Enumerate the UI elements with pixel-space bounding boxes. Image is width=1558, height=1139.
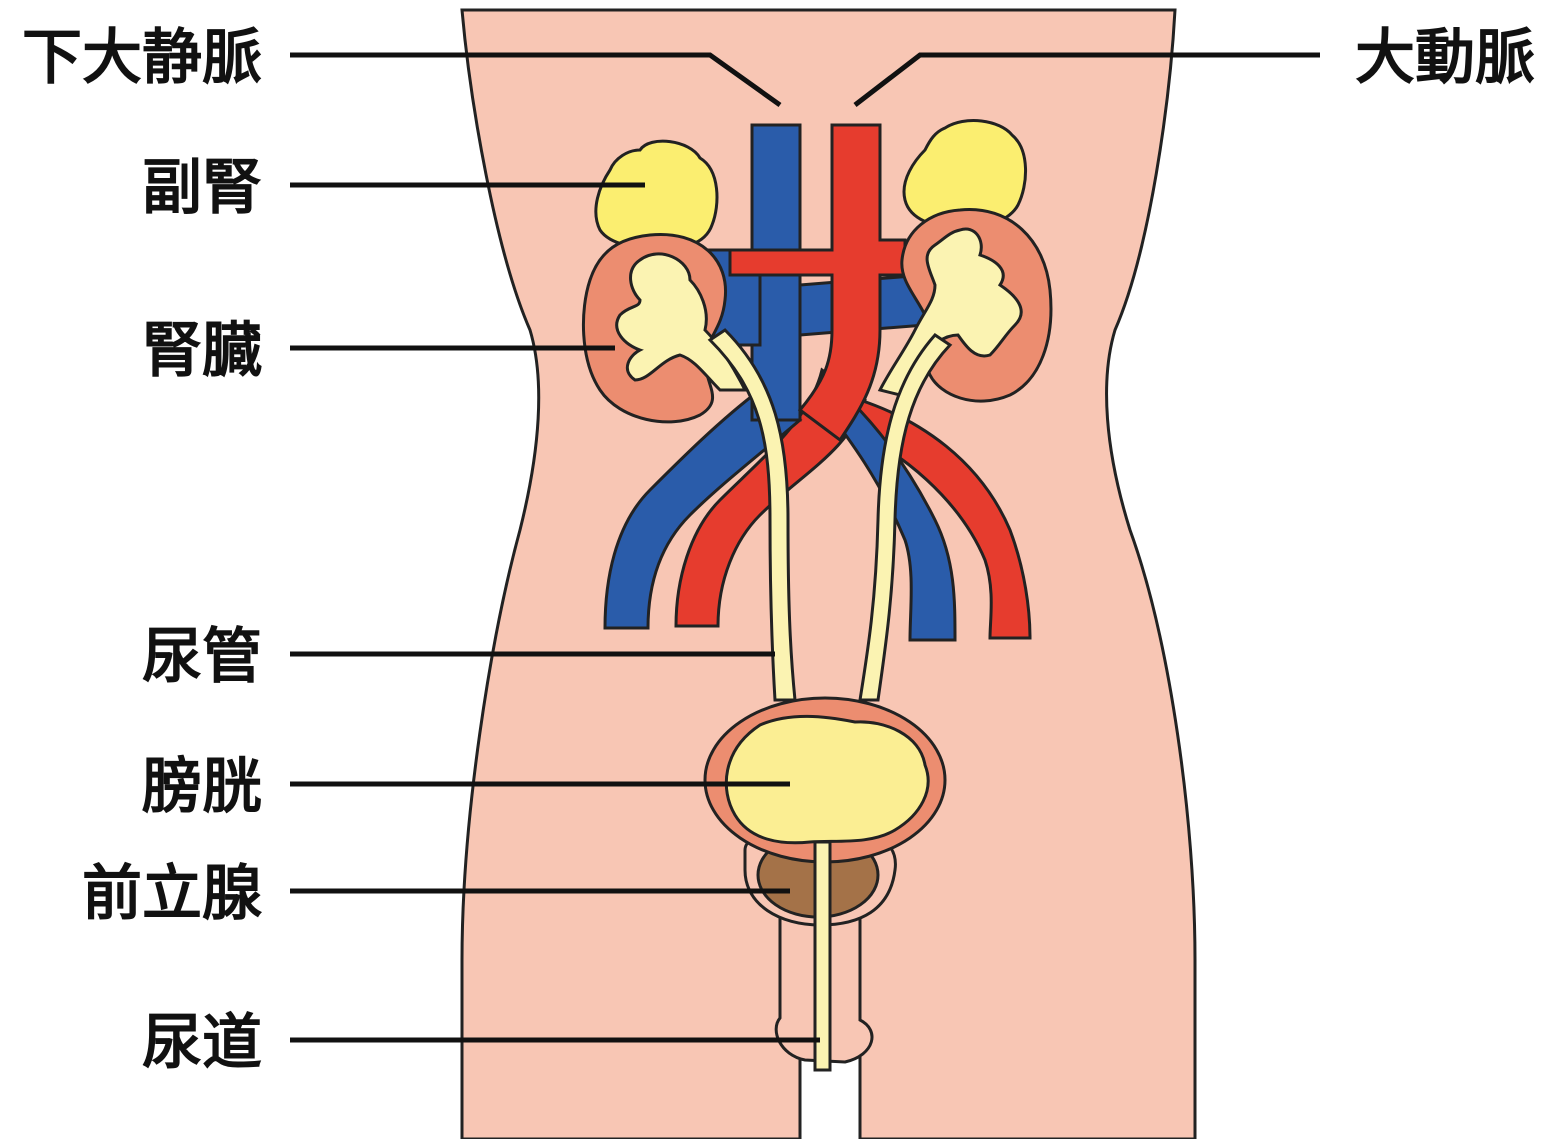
label-urethra: 尿道 — [142, 1008, 262, 1078]
label-aorta: 大動脈 — [1355, 23, 1535, 93]
label-prostate: 前立腺 — [82, 859, 263, 929]
bladder — [705, 698, 945, 862]
urethra — [815, 842, 830, 1070]
label-ivc: 下大静脈 — [22, 23, 262, 93]
label-adrenal: 副腎 — [142, 153, 262, 223]
label-bladder: 膀胱 — [141, 752, 262, 822]
bladder-interior — [726, 716, 928, 842]
label-ureter: 尿管 — [142, 622, 262, 692]
label-kidney: 腎臓 — [142, 316, 262, 386]
